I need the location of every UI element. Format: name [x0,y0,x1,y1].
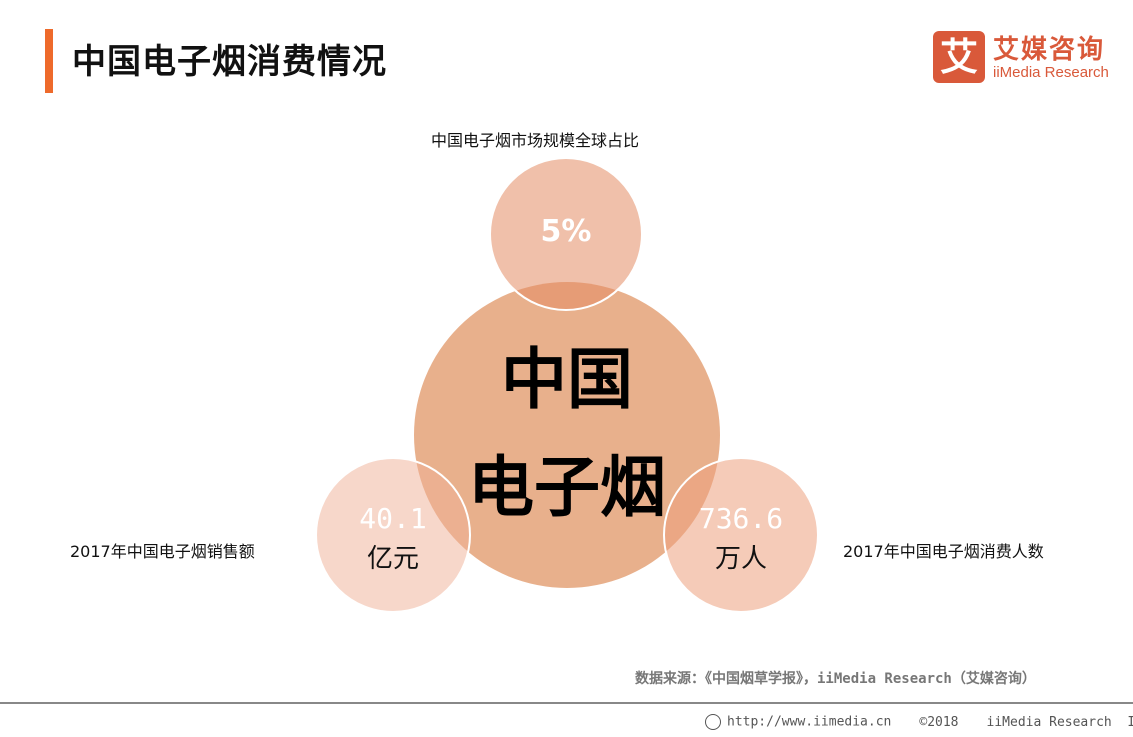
globe-icon [705,714,721,730]
top-label: 中国电子烟市场规模全球占比 [431,131,640,150]
footer-divider [0,702,1133,704]
footer-company: iiMedia Research Inc [986,714,1133,730]
data-source: 数据来源：《中国烟草学报》，iiMedia Research（艾媒咨询） [635,671,1036,687]
right-unit: 万人 [714,544,767,574]
page-title: 中国电子烟消费情况 [72,42,387,82]
footer-url[interactable]: http://www.iimedia.cn [727,714,892,730]
top-value: 5% [540,214,592,249]
center-line2: 电子烟 [468,449,666,526]
right-circle [663,457,819,613]
logo-en: iiMedia Research [993,64,1109,81]
right-label: 2017年中国电子烟消费人数 [843,542,1044,561]
logo-cn: 艾媒咨询 [993,35,1106,65]
left-circle [315,457,471,613]
top-circle [489,157,643,311]
left-label: 2017年中国电子烟销售额 [70,542,255,561]
right-value: 736.6 [698,502,784,535]
left-unit: 亿元 [366,544,419,574]
footer-copyright: ©2018 [919,714,959,730]
footer: http://www.iimedia.cn ©2018 iiMedia Rese… [705,714,1133,730]
iimedia-logo: 艾 艾媒咨询 iiMedia Research [933,31,1123,85]
center-circle [414,282,720,588]
left-value: 40.1 [359,502,427,535]
title-accent-bar [45,29,53,93]
logo-mark: 艾 [933,31,985,83]
center-line1: 中国 [501,341,633,418]
